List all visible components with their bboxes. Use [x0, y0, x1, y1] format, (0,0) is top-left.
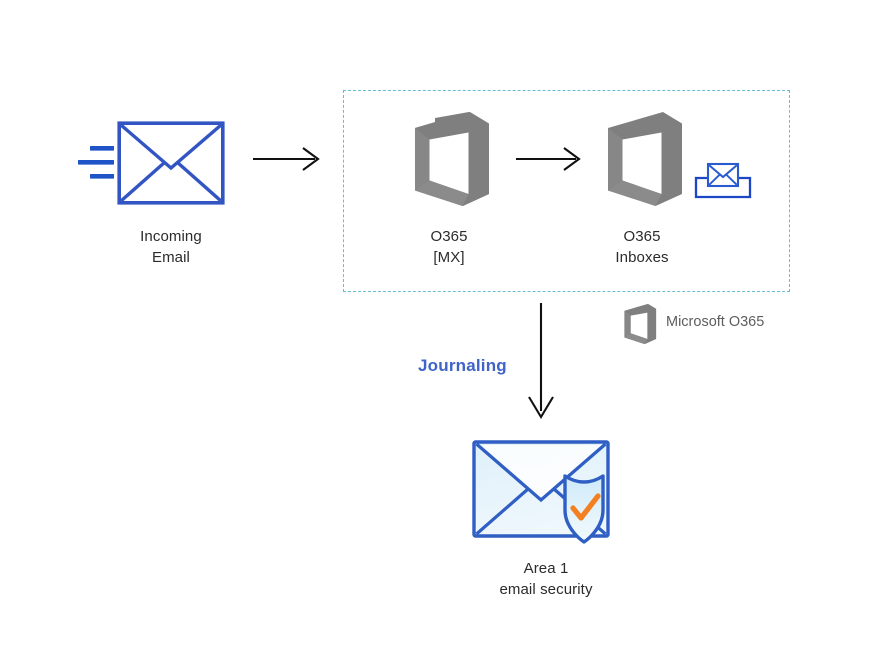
- area1-caption: Area 1 email security: [499, 560, 593, 598]
- o365-inboxes-caption: O365 Inboxes: [615, 228, 669, 266]
- arrow-inboxes-to-area1: [524, 303, 558, 421]
- journaling-label: Journaling: [418, 356, 507, 375]
- area1-envelope-shield-icon: [470, 432, 630, 550]
- o365-mx-icon: [407, 110, 491, 208]
- o365-boundary-group: [343, 90, 790, 292]
- legend-label: Microsoft O365: [666, 314, 765, 330]
- envelope-in-tray-icon: [694, 160, 752, 200]
- legend-o365-icon: [621, 303, 657, 345]
- incoming-email-speed-lines: [76, 140, 116, 184]
- arrow-incoming-to-mx: [253, 145, 323, 173]
- incoming-email-caption: Incoming Email: [140, 228, 202, 266]
- o365-inboxes-icon: [600, 110, 684, 208]
- arrow-mx-to-inboxes: [516, 145, 584, 173]
- incoming-email-envelope-icon: [117, 121, 225, 205]
- o365-mx-caption: O365 [MX]: [430, 228, 468, 266]
